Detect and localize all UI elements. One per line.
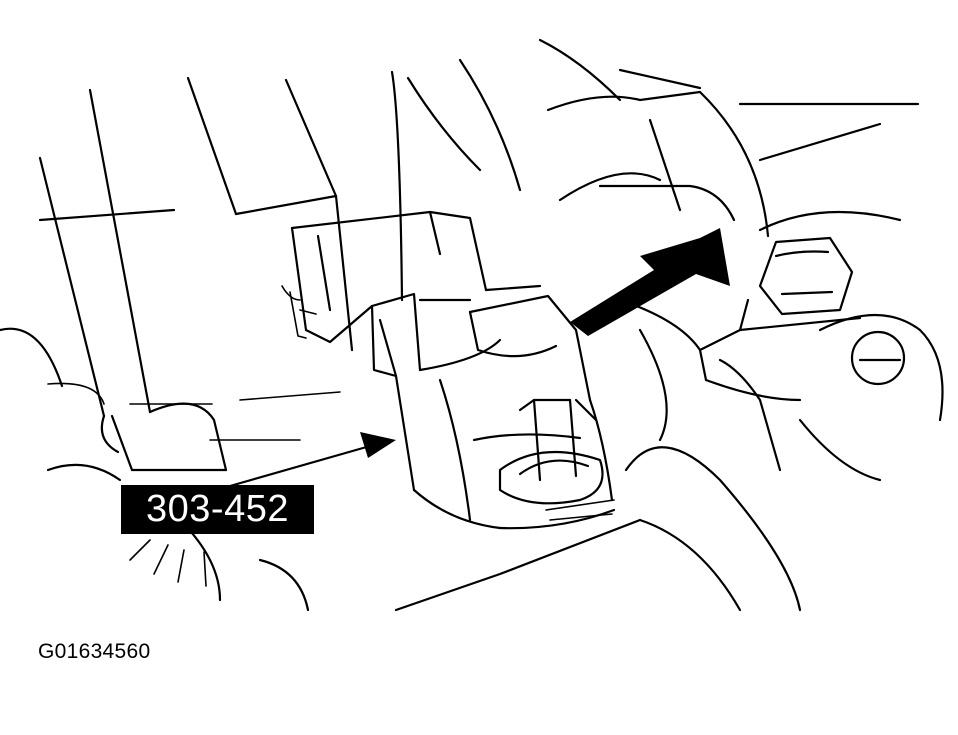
callout-ticks bbox=[129, 539, 207, 587]
actuator-body bbox=[370, 284, 616, 530]
tool-callout-label: 303-452 bbox=[146, 488, 289, 530]
background-housing bbox=[38, 38, 920, 352]
electrical-connector bbox=[281, 210, 488, 344]
arrow-pointer-icon bbox=[228, 432, 396, 488]
left-shaft bbox=[0, 88, 228, 472]
lower-housing bbox=[46, 391, 802, 612]
tool-callout-box: 303-452 bbox=[121, 485, 314, 534]
large-arrow-icon bbox=[570, 228, 730, 336]
socket-and-pin bbox=[498, 398, 615, 521]
figure-id: G01634560 bbox=[38, 640, 151, 663]
